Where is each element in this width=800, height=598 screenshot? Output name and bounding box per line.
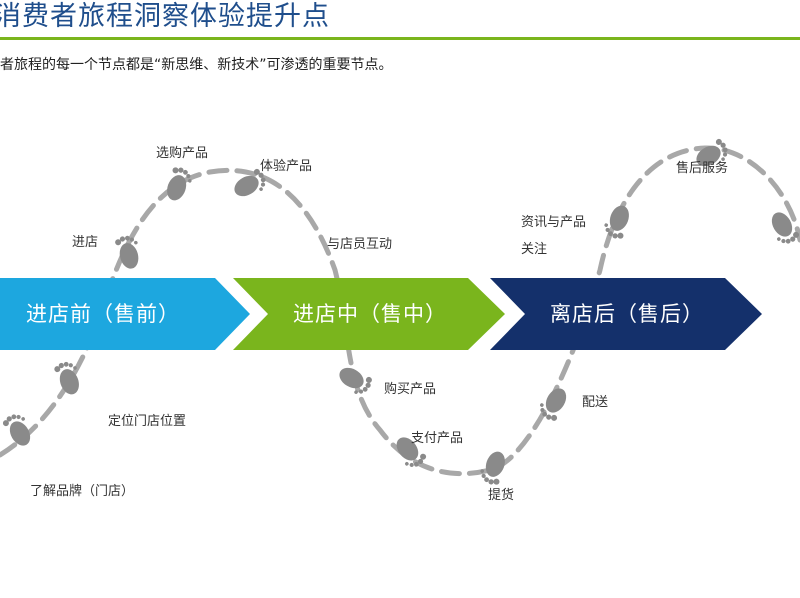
footprint-icon [334,362,375,399]
touchpoint-understand-brand: 了解品牌（门店） [30,484,135,499]
page-title: 消费者旅程洞察体验提升点 [0,1,330,32]
stage-arrow-pre-sale [0,278,250,350]
journey-path [0,145,800,477]
stage-label-pre-sale: 进店前（售前） [26,302,180,326]
touchpoint-purchase: 购买产品 [384,382,437,397]
footprint-icon [765,208,800,249]
touchpoint-after-sales: 售后服务 [676,161,729,176]
stage-label-in-sale: 进店中（售中） [293,302,447,326]
stage-arrow-in-sale [233,278,505,350]
touchpoint-delivery: 配送 [582,395,609,410]
touchpoint-locate-store: 定位门店位置 [108,414,187,429]
touchpoint-pickup: 提货 [488,488,515,503]
touchpoint-enter-store: 进店 [72,235,99,250]
touchpoint-info-line1: 资讯与产品 [521,215,587,230]
touchpoint-pay: 支付产品 [411,431,464,446]
stage-label-after-sale: 离店后（售后） [550,302,704,326]
page-subtitle: 者旅程的每一个节点都是“新思维、新技术”可渗透的重要节点。 [0,57,393,73]
footprint-icon [162,164,195,205]
touchpoint-interact-staff: 与店员互动 [327,237,393,252]
stage-arrow-after-sale [490,278,762,350]
touchpoint-experience-product: 体验产品 [260,159,313,174]
touchpoint-info-line2: 关注 [521,242,548,257]
touchpoint-choose-product: 选购产品 [156,146,209,161]
footprint-icon [477,447,510,488]
footprint-icon [601,201,634,242]
title-underline [0,37,800,40]
